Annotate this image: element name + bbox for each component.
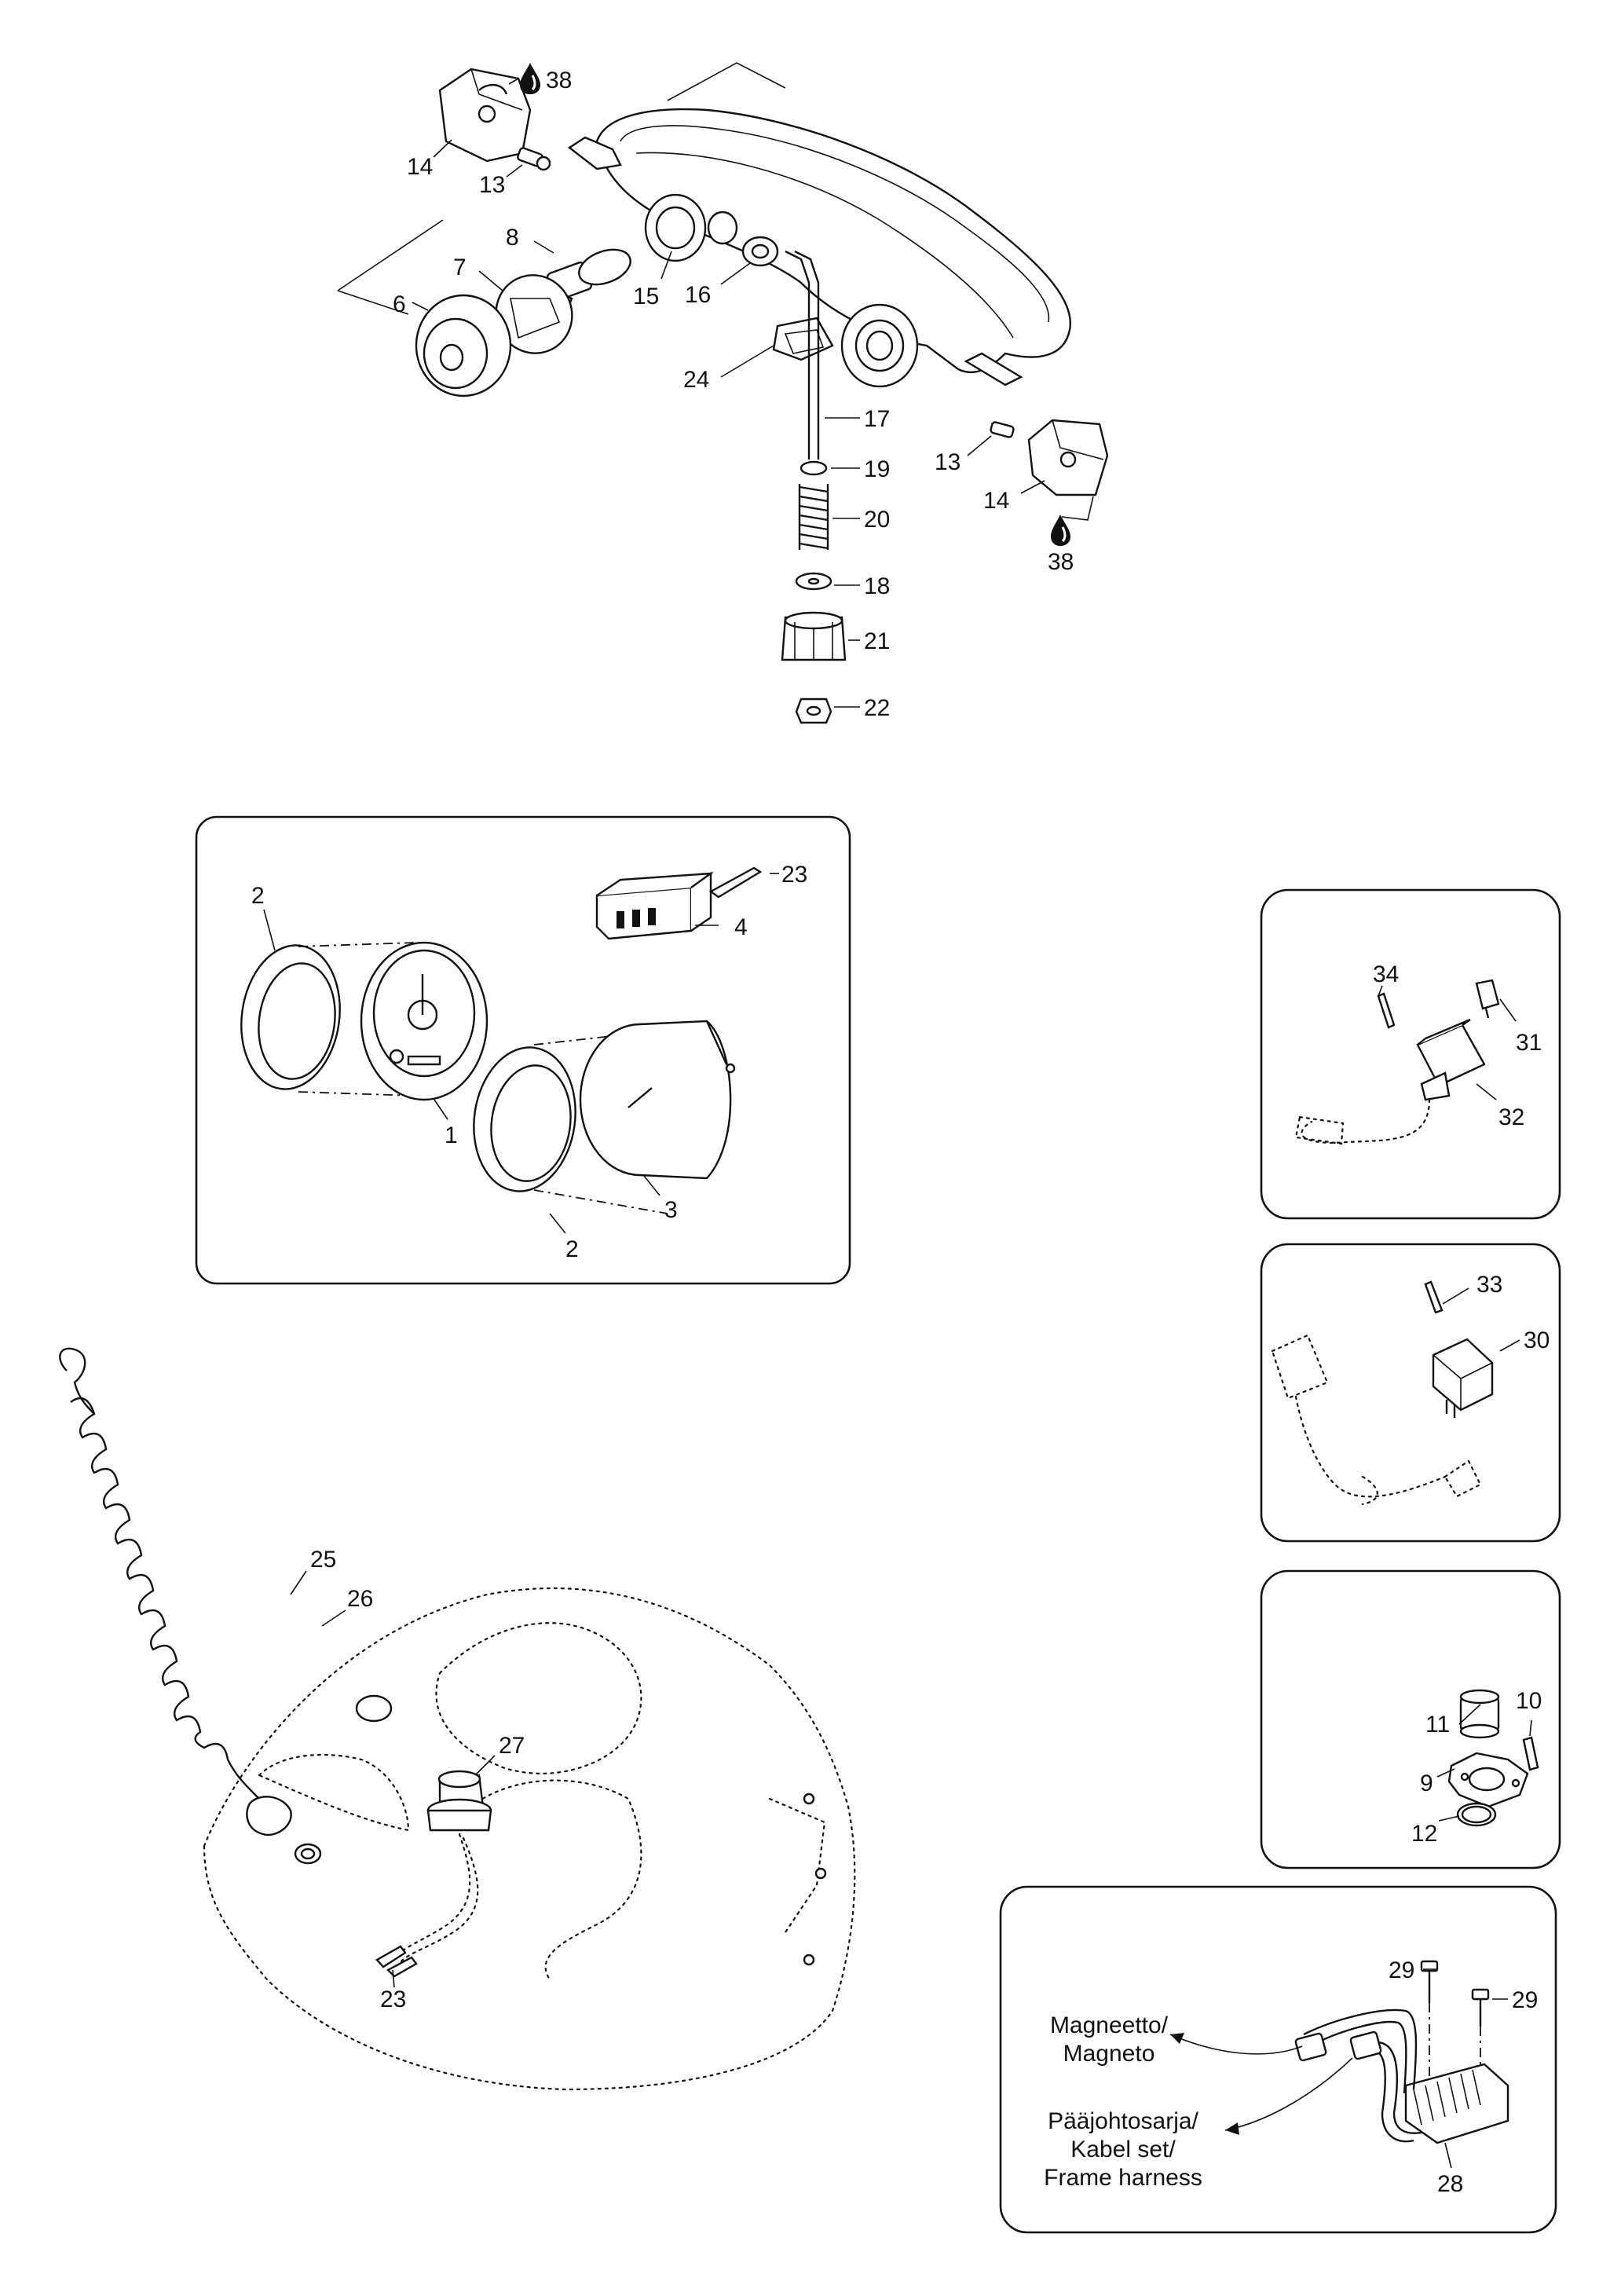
bracket-top-left — [438, 68, 532, 163]
harness-label-line2: Kabel set/ — [1070, 2137, 1176, 2162]
clip-24 — [772, 317, 834, 361]
regulator-harness — [1294, 2009, 1422, 2143]
regulator-panel — [999, 1885, 1557, 2234]
callout-labels: 38 14 13 8 7 6 15 16 24 17 19 20 18 21 2… — [251, 68, 1550, 2197]
callout-34: 34 — [1373, 961, 1399, 987]
sensor-panel — [1260, 1569, 1561, 1869]
retaining-ring-7 — [495, 274, 573, 354]
terminal-34 — [1377, 992, 1396, 1029]
bezel-2-right — [473, 1046, 576, 1192]
terminal-23-bottom — [375, 1945, 418, 1978]
callout-32: 32 — [1498, 1104, 1524, 1130]
leader-arrows — [1169, 2033, 1353, 2135]
screw-13-top — [517, 147, 551, 171]
callout-24: 24 — [683, 367, 709, 393]
callout-13: 13 — [479, 172, 505, 198]
nut-22 — [795, 698, 832, 724]
washer-19 — [800, 460, 828, 476]
callout-38: 38 — [1048, 549, 1074, 575]
callout-2: 2 — [251, 883, 265, 909]
speedometer-1 — [360, 941, 488, 1101]
hull-outline — [203, 1587, 856, 2091]
relay-30 — [1432, 1338, 1494, 1418]
bracket-right — [1027, 419, 1109, 496]
spring-20 — [798, 484, 829, 550]
sensor-11 — [1459, 1689, 1500, 1739]
callout-29: 29 — [1512, 1987, 1538, 2013]
o-ring-12 — [1456, 1802, 1497, 1827]
headlight-assembly — [337, 62, 1109, 724]
lanyard-25 — [59, 1347, 292, 1836]
terminal-33 — [1424, 1280, 1444, 1314]
callout-21: 21 — [864, 628, 890, 654]
oil-drop-icon — [520, 63, 540, 94]
grommet-16 — [741, 236, 779, 267]
adjuster-rod-17 — [785, 250, 820, 460]
callout-20: 20 — [864, 507, 890, 533]
magneto-label-line1: Magneetto/ — [1050, 2012, 1169, 2038]
terminal-10 — [1522, 1736, 1539, 1771]
callout-26: 26 — [347, 1586, 373, 1612]
callout-10: 10 — [1516, 1688, 1542, 1714]
callout-27: 27 — [499, 1733, 525, 1759]
callout-29: 29 — [1389, 1957, 1414, 1983]
oil-drop-icon — [1051, 514, 1070, 546]
lanyard-and-hull — [59, 1347, 856, 2091]
harness-label-line1: Pääjohtosarja/ — [1048, 2108, 1198, 2134]
callout-4: 4 — [734, 914, 748, 940]
callout-1: 1 — [445, 1122, 458, 1148]
washer-18 — [795, 572, 832, 591]
seal-26 — [294, 1843, 322, 1865]
fuse-panel — [1260, 888, 1561, 1220]
callout-19: 19 — [864, 456, 890, 482]
fuse-31 — [1475, 979, 1500, 1019]
callout-14: 14 — [983, 488, 1009, 514]
leader-lines — [263, 78, 1532, 2169]
callout-8: 8 — [506, 225, 519, 251]
headlight-housing — [567, 108, 1072, 388]
callout-7: 7 — [453, 255, 467, 280]
gauges-panel — [195, 815, 851, 1285]
callout-23: 23 — [380, 1987, 406, 2012]
harness-label-line3: Frame harness — [1044, 2165, 1202, 2191]
bezel-2-left — [240, 944, 341, 1090]
callout-6: 6 — [393, 291, 406, 317]
callout-33: 33 — [1476, 1272, 1502, 1298]
callout-14: 14 — [407, 154, 433, 180]
callout-31: 31 — [1516, 1030, 1542, 1056]
callout-28: 28 — [1437, 2171, 1463, 2197]
regulator-28 — [1404, 2063, 1509, 2144]
callout-9: 9 — [1420, 1771, 1433, 1796]
callout-11: 11 — [1425, 1712, 1450, 1738]
callout-13: 13 — [935, 449, 961, 475]
callout-2: 2 — [565, 1236, 579, 1262]
gasket-9 — [1447, 1752, 1529, 1808]
screw-29-left — [1420, 1960, 1439, 2082]
switch-27 — [426, 1770, 492, 1832]
callout-25: 25 — [310, 1547, 336, 1573]
cap-6 — [415, 294, 512, 397]
callout-22: 22 — [864, 695, 890, 721]
callout-12: 12 — [1411, 1821, 1437, 1847]
callout-17: 17 — [864, 406, 890, 432]
callout-18: 18 — [864, 573, 890, 599]
screw-13-right — [990, 421, 1015, 438]
knob-21 — [781, 611, 847, 661]
callout-3: 3 — [664, 1197, 678, 1223]
callout-23: 23 — [781, 862, 807, 888]
callout-16: 16 — [685, 282, 711, 308]
connector-housing-4 — [595, 871, 715, 940]
callout-15: 15 — [633, 284, 659, 309]
harness-notes: Magneetto/ Magneto Pääjohtosarja/ Kabel … — [1044, 2012, 1202, 2191]
terminal-23 — [708, 866, 763, 899]
callout-38: 38 — [546, 68, 572, 93]
relay-panel — [1260, 1243, 1561, 1543]
callout-30: 30 — [1524, 1327, 1550, 1353]
gauge-3 — [579, 1020, 736, 1180]
magneto-label-line2: Magneto — [1063, 2041, 1155, 2067]
fuse-holder-32 — [1416, 1018, 1486, 1101]
